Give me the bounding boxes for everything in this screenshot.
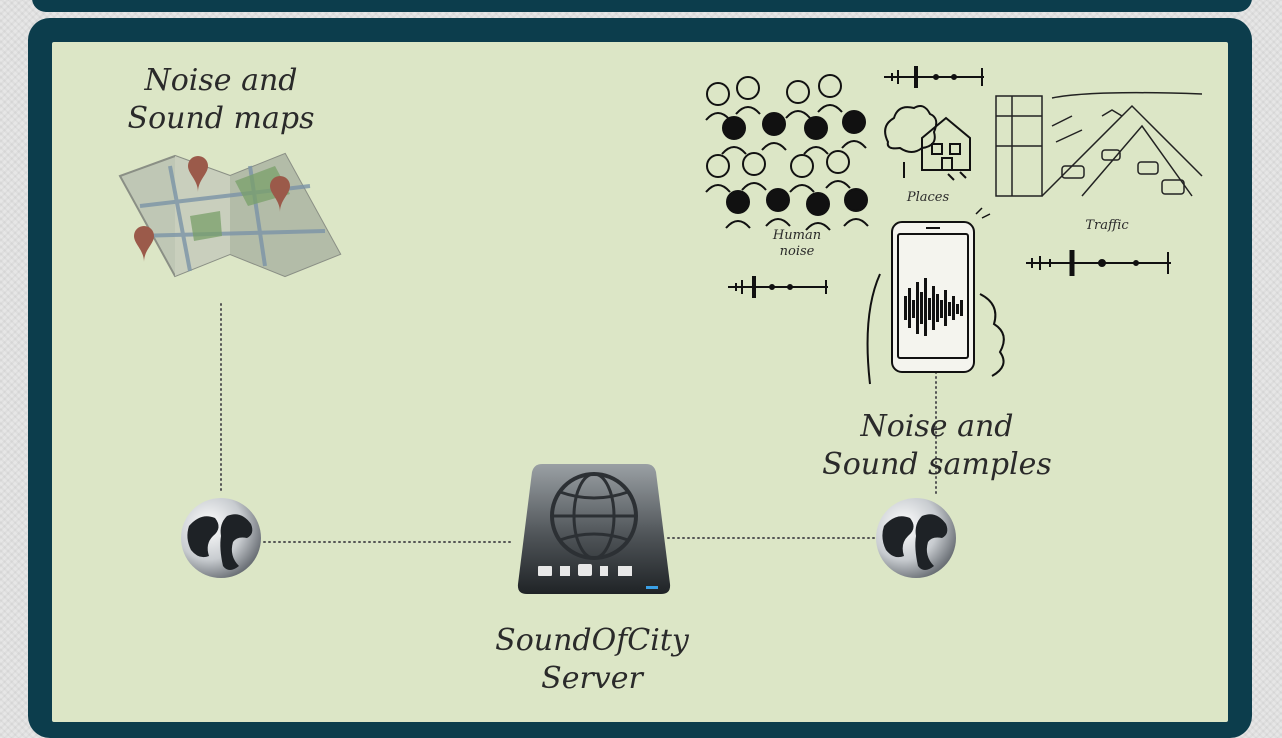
house-icon (878, 102, 978, 192)
person-row-2 (722, 111, 866, 154)
people-icon (698, 72, 878, 232)
phone-icon (860, 214, 1010, 384)
server-label-line1: SoundOfCity (472, 622, 712, 660)
globe-icon (179, 496, 263, 580)
globe-icon (874, 496, 958, 580)
maps-label-line1: Noise and (106, 62, 336, 100)
samples-label-line2: Sound samples (802, 446, 1072, 484)
human-noise-label-line1: Human (762, 228, 832, 244)
pin-icon (134, 226, 154, 262)
maps-label: Noise and Sound maps (106, 62, 336, 137)
traffic-icon (992, 86, 1212, 206)
sound-wave-icon (728, 274, 838, 300)
sound-wave-icon (1026, 248, 1176, 278)
person-row-3 (706, 151, 850, 192)
diagram-canvas: Noise and Sound maps (52, 42, 1228, 722)
human-noise-label: Human noise (762, 228, 832, 261)
server-label: SoundOfCity Server (472, 622, 712, 697)
places-label: Places (898, 190, 958, 206)
samples-label-line1: Noise and (802, 408, 1072, 446)
traffic-label: Traffic (1072, 218, 1142, 234)
samples-label: Noise and Sound samples (802, 408, 1072, 483)
server-label-line2: Server (472, 660, 712, 698)
server-icon (508, 460, 678, 600)
map-icon (100, 136, 350, 296)
top-frame (32, 0, 1252, 12)
person-row-4 (726, 189, 868, 230)
sound-wave-icon (884, 64, 994, 90)
maps-label-line2: Sound maps (106, 100, 336, 138)
human-noise-label-line2: noise (762, 244, 832, 260)
diagram-frame: Noise and Sound maps (28, 18, 1252, 738)
